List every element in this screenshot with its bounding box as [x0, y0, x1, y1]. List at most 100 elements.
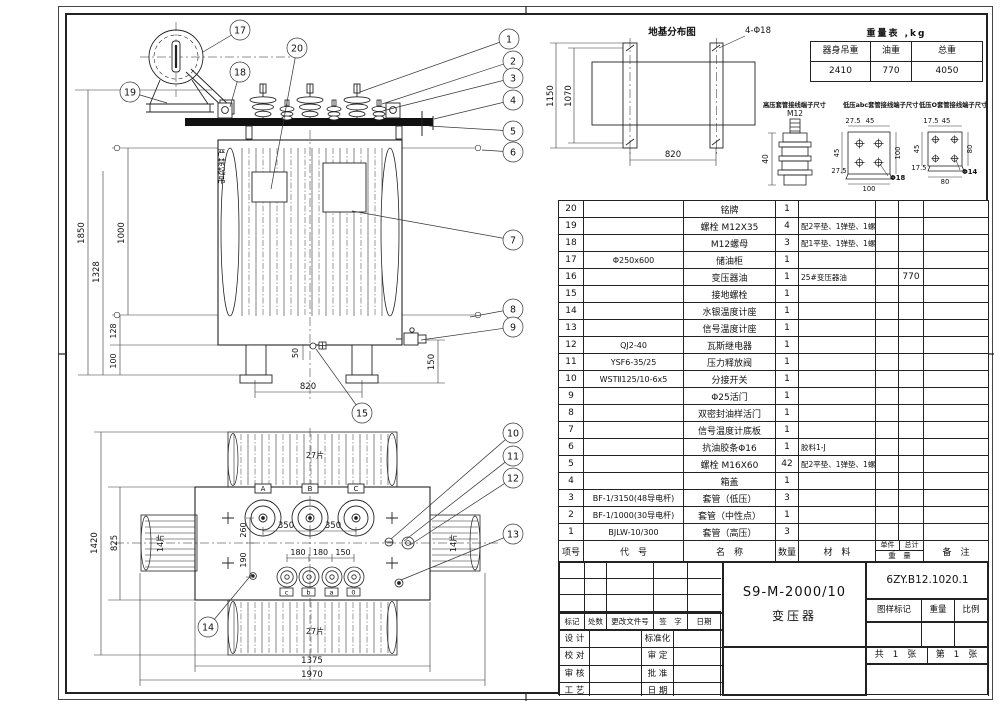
part-name: 瓦斯继电器 — [683, 336, 776, 354]
signature-blank — [674, 631, 721, 648]
parts-row: 14 水银温度计座 1 — [558, 302, 989, 320]
cover-end-detail — [421, 111, 434, 136]
drawing-title-cell: S9-M-2000/10 变压器 — [723, 562, 866, 647]
parts-row: 9 Φ25活门 1 — [558, 387, 989, 405]
part-remark — [923, 353, 989, 371]
part-material — [798, 285, 876, 303]
part-code: YSF6-35/25 — [583, 353, 684, 371]
drain-valve — [396, 327, 427, 346]
balloon-1: 1 — [359, 28, 520, 93]
role-label-right: 日 期 — [642, 683, 674, 696]
part-qty: 3 — [775, 489, 799, 507]
part-qty: 1 — [775, 268, 799, 286]
part-code: BF-1/3150(48导电杆) — [583, 489, 684, 507]
signature-rows: 设 计 标准化 校 对 审 定 审 核 批 准 — [559, 630, 723, 696]
plan-view: A B C c b a 0 — [90, 422, 524, 686]
lv-label-2: b — [306, 589, 310, 597]
dim-50: 50 — [291, 348, 300, 358]
dim-1070: 1070 — [564, 85, 574, 107]
hv-terminal-stud — [768, 118, 813, 186]
parts-row: 11 YSF6-35/25 压力释放阀 1 — [558, 353, 989, 371]
part-material — [798, 404, 876, 422]
sheet-number: 第 1 张 — [935, 650, 981, 660]
dim-350b: 350 — [325, 521, 341, 531]
dim-1970: 1970 — [301, 670, 323, 680]
parts-row: 1 BJLW-10/300 套管（高压） 3 — [558, 523, 989, 541]
revision-header-row: 标记处数更改文件号签 字日期 — [559, 613, 723, 630]
weight-value-total: 4050 — [935, 66, 959, 76]
conservator — [140, 22, 292, 115]
part-remark — [923, 438, 989, 456]
part-no: 12 — [558, 336, 584, 354]
dim-1150: 1150 — [546, 85, 556, 107]
balloon-9: 9 — [420, 316, 524, 341]
dim-260: 260 — [239, 522, 248, 537]
part-total-weight — [898, 353, 924, 371]
abc-hole-label: Φ18 — [890, 174, 906, 182]
parts-row: 2 BF-1/1000(30导电杆) 套管（中性点） 1 — [558, 506, 989, 524]
phase-label-a: A — [261, 485, 266, 493]
balloon-20: 20 — [270, 37, 308, 190]
o-dim-80b: 80 — [941, 178, 950, 186]
part-name: 套管（中性点） — [683, 506, 776, 524]
abc-dim-27a: 27.5 — [845, 117, 860, 125]
header-total-weight: 总计 — [904, 541, 919, 550]
parts-row: 18 M12螺母 3 配1平垫、1弹垫、1螺母 — [558, 234, 989, 252]
part-total-weight — [898, 489, 924, 507]
part-total-weight — [898, 506, 924, 524]
part-qty: 3 — [775, 234, 799, 252]
role-label-right: 审 定 — [642, 648, 674, 665]
part-material: 配2平垫、1弹垫、1螺母 — [798, 455, 876, 473]
part-name: 信号温度计座 — [683, 319, 776, 337]
dim-1420: 1420 — [90, 532, 100, 554]
part-no: 11 — [558, 353, 584, 371]
title-block-bottom-cell — [866, 664, 989, 696]
terminal-details: 高压套管接线端子尺寸 低压abc套管接线端子尺寸 低压O套管接线端子尺寸 M12… — [761, 100, 988, 193]
part-unit-weight — [875, 370, 899, 388]
parts-row: 13 信号温度计座 1 — [558, 319, 989, 337]
part-remark — [923, 200, 989, 218]
svg-text:3: 3 — [510, 74, 516, 85]
product-name: 变压器 — [771, 609, 817, 623]
part-remark — [923, 285, 989, 303]
svg-text:20: 20 — [291, 44, 303, 55]
part-total-weight — [898, 455, 924, 473]
stamp-value-row — [866, 622, 989, 647]
parts-row: 8 双密封油样活门 1 — [558, 404, 989, 422]
part-qty: 1 — [775, 387, 799, 405]
signature-blank — [590, 648, 642, 665]
part-material — [798, 421, 876, 439]
o-dim-45a: 45 — [942, 117, 951, 125]
part-qty: 1 — [775, 438, 799, 456]
title-block: 标记处数更改文件号签 字日期 设 计 标准化 校 对 审 定 — [558, 561, 989, 696]
part-unit-weight — [875, 302, 899, 320]
parts-header-row: 项号 代 号 名 称 数量 材 料 单件 总计 重 量 备 注 — [558, 540, 989, 562]
front-view: 1850 1328 1000 128 100 50 820 150 1 2 3 … — [75, 19, 524, 424]
tank-body — [217, 130, 403, 400]
header-no: 项号 — [558, 540, 584, 562]
part-code: WSTⅡ125/10-6x5 — [583, 370, 684, 388]
header-remark: 备 注 — [923, 540, 989, 562]
o-terminal-title: 低压O套管接线端子尺寸 — [918, 100, 988, 109]
role-label-left: 审 核 — [560, 665, 590, 683]
o-dim-80a: 80 — [966, 145, 974, 154]
part-unit-weight — [875, 387, 899, 405]
parts-rows: 20 铭牌 1 19 螺栓 M12X35 4 配2平垫、1弹垫、1螺母 — [558, 200, 989, 541]
parts-row: 3 BF-1/3150(48导电杆) 套管（低压） 3 — [558, 489, 989, 507]
part-unit-weight — [875, 319, 899, 337]
hv-bushings — [249, 83, 371, 119]
svg-text:11: 11 — [507, 452, 519, 463]
part-material: 25#变压器油 — [798, 268, 876, 286]
dim-1850: 1850 — [77, 222, 87, 244]
svg-text:14: 14 — [202, 623, 214, 634]
svg-text:12: 12 — [507, 474, 519, 485]
signature-blank — [674, 683, 721, 696]
part-qty: 1 — [775, 370, 799, 388]
stamp-value-weight — [922, 623, 955, 646]
part-no: 13 — [558, 319, 584, 337]
part-total-weight — [898, 200, 924, 218]
part-total-weight — [898, 302, 924, 320]
part-code: Φ250x600 — [583, 251, 684, 269]
